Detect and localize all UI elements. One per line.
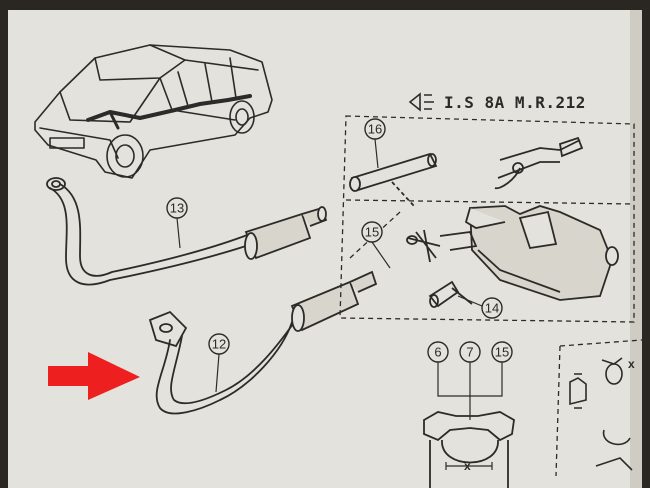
clamp-15 [406,229,478,263]
car-illustration [34,44,273,179]
dimension-x: x [464,459,471,473]
svg-text:16: 16 [368,122,382,137]
rear-silencer [464,205,619,301]
clamp-bracket [494,136,584,190]
callout-15: 15 [361,221,391,269]
callout-13: 13 [166,197,188,249]
callout-6: 6 [427,341,449,363]
side-detail-parts [569,357,633,471]
svg-text:14: 14 [485,301,499,316]
side-dimension-x: x [628,357,635,371]
paper-edge-right [630,10,642,488]
svg-text:7: 7 [466,345,473,360]
callout-7: 7 [459,341,481,363]
svg-text:12: 12 [212,337,226,352]
svg-text:6: 6 [434,345,441,360]
callout-leader-group [437,362,503,420]
svg-text:15: 15 [365,225,379,240]
callout-15b: 15 [491,341,513,363]
pipe-sleeve-16 [349,152,438,207]
silencer-12 [290,270,378,332]
side-detail-frame [555,339,643,477]
callout-16: 16 [364,118,386,169]
reference-code: I.S 8A M.R.212 [444,93,586,112]
exhaust-pipe-12 [148,310,301,415]
u-clamp-detail [423,411,515,488]
svg-text:13: 13 [170,201,184,216]
sleeve-14 [428,280,473,308]
callout-14: 14 [457,295,503,319]
callout-12: 12 [208,333,230,393]
silencer-13 [244,206,328,260]
red-pointer-arrow [48,352,140,400]
svg-text:15: 15 [495,345,509,360]
reference-icon [408,92,434,112]
detail-frame [339,115,635,323]
exhaust-pipe-13 [46,177,253,286]
